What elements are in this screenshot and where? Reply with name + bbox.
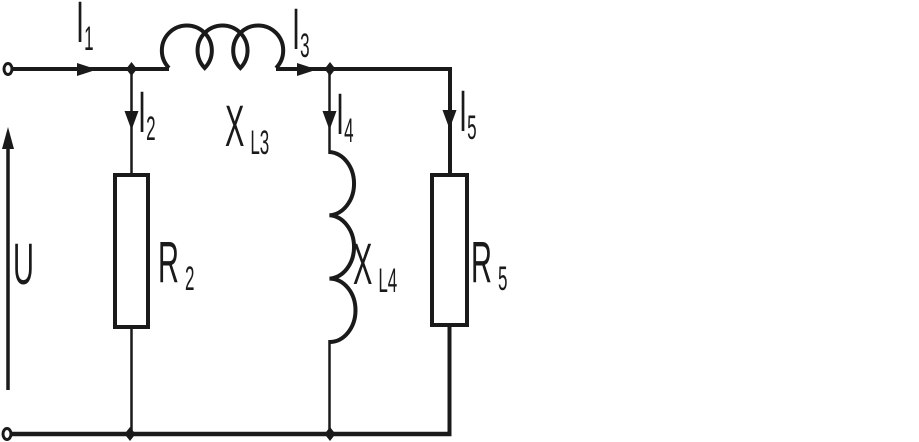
voltage-arrow-head	[2, 127, 14, 149]
current-arrow-i3	[297, 63, 317, 76]
current-arrow-i4	[322, 111, 337, 130]
junction-dot-node2-top	[324, 62, 336, 76]
current-arrow-i5	[442, 110, 457, 129]
current-arrow-i2	[124, 111, 139, 130]
resistor-r5-box	[430, 173, 469, 327]
current-arrow-i1	[77, 63, 97, 76]
inductor-xl3-coil	[159, 23, 286, 71]
junction-dot-node1-bottom	[124, 427, 136, 441]
inductor-xl4-coil	[329, 150, 358, 344]
junction-dot-node1-top	[126, 62, 137, 76]
wire-top-right	[276, 67, 452, 176]
junction-dot-node2-bottom	[324, 427, 336, 441]
resistor-r2-box	[113, 173, 150, 329]
terminal-bottom-left	[1, 427, 13, 441]
terminal-top-left	[2, 62, 14, 76]
